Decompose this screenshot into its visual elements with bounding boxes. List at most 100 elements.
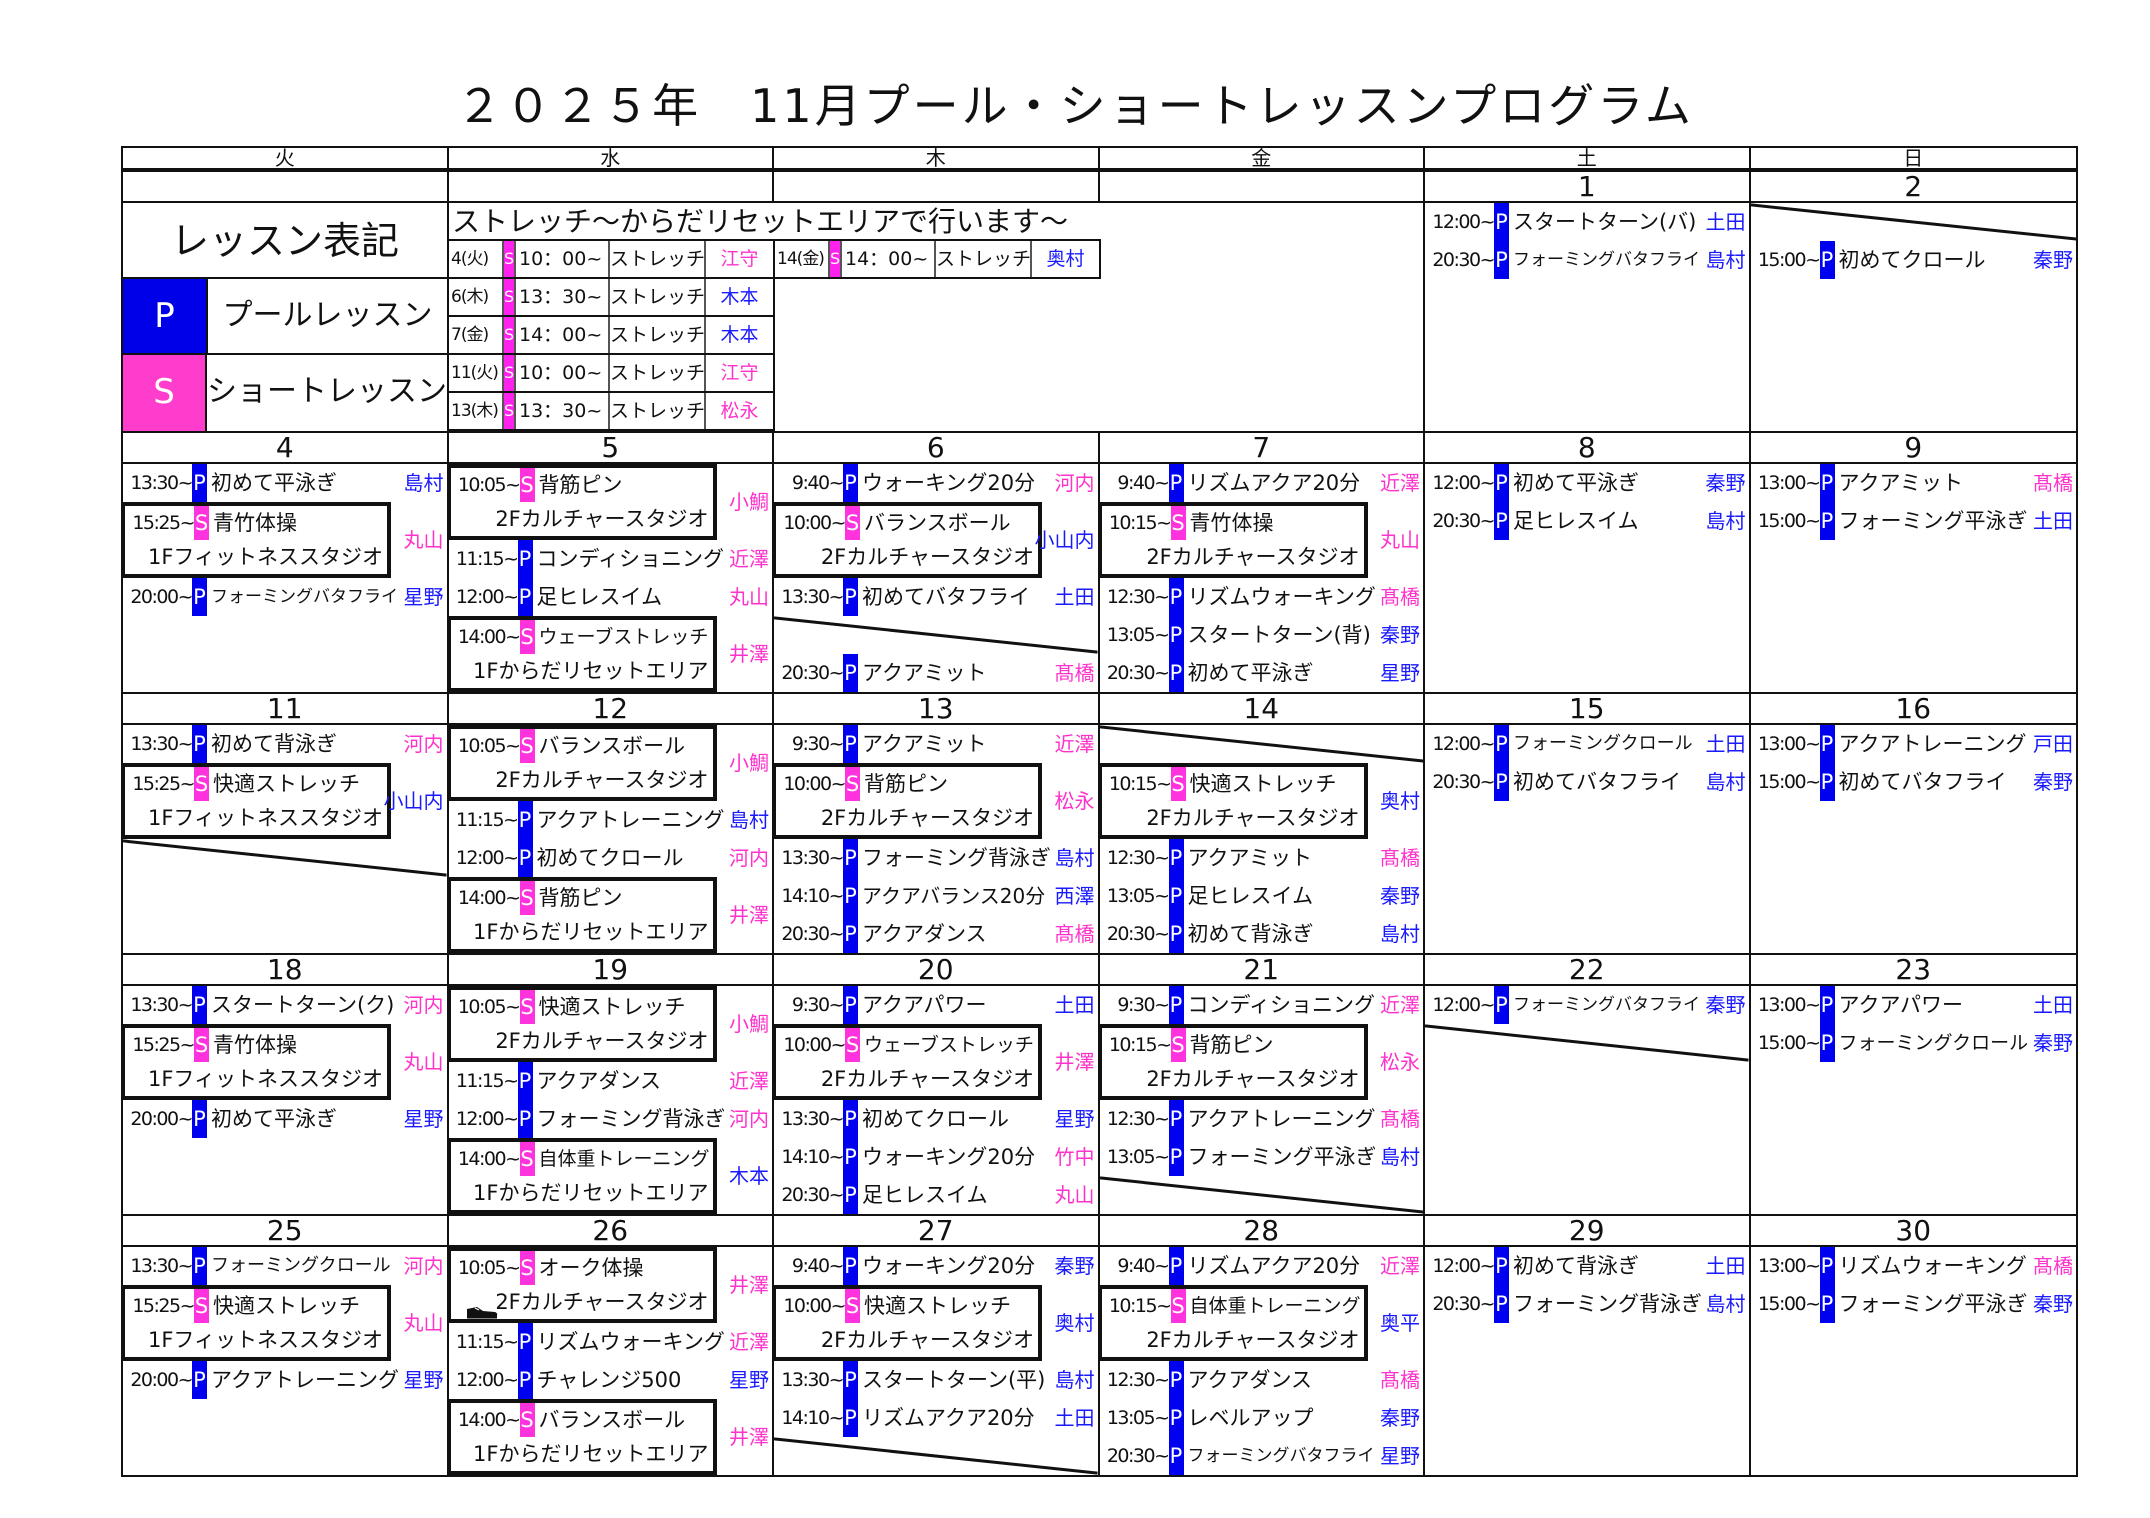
studio-name: 1Fフィットネススタジオ	[147, 1328, 383, 1352]
short-lesson-marker: S	[194, 767, 209, 801]
lesson-name: アクアバランス20分	[862, 884, 1046, 908]
day-number	[774, 172, 1100, 203]
lesson-time: 14:10~	[781, 1146, 844, 1168]
lesson-name: 初めて背泳ぎ	[211, 732, 337, 756]
lesson-name: フォーミング背泳ぎ	[862, 846, 1050, 870]
short-lesson-marker: S	[194, 1289, 209, 1323]
lesson-name: アクアミット	[1187, 846, 1313, 870]
studio-name: 2Fカルチャースタジオ	[495, 507, 709, 531]
short-lesson-marker: S	[504, 279, 516, 315]
lesson-name: スタートターン(バ)	[1513, 210, 1697, 234]
short-lesson-marker: S	[1170, 1289, 1186, 1323]
lesson-studio: 2Fカルチャースタジオ	[1102, 1323, 1364, 1357]
lesson-instructor: 河内	[729, 846, 769, 870]
pool-lesson-marker: P	[1168, 654, 1184, 692]
lesson-name: 快適ストレッチ	[213, 772, 360, 796]
lesson-instructor: 島村	[729, 808, 769, 832]
lesson-time: 15:25~	[132, 1295, 195, 1317]
lesson-name: リズムアクア20分	[1187, 471, 1361, 495]
lesson-name: 初めて平泳ぎ	[1187, 661, 1314, 685]
session-name: ストレッチ	[610, 393, 706, 429]
short-lesson-marker: S	[504, 393, 516, 429]
lesson-time: 20:30~	[1432, 771, 1495, 793]
pool-lesson-marker: P	[843, 578, 858, 616]
lesson-time: 13:30~	[130, 994, 193, 1016]
lesson-time: 12:00~	[1432, 1255, 1495, 1277]
lesson-instructor: 秦野	[2033, 248, 2073, 272]
lesson-instructor: 土田	[1054, 993, 1095, 1017]
lesson-time: 10:15~	[1108, 512, 1172, 534]
lesson-instructor: 井澤	[729, 1425, 769, 1449]
lesson-instructor: 髙橋	[1380, 585, 1420, 609]
day-number	[123, 172, 449, 203]
lesson-instructor: 井澤	[729, 642, 769, 666]
pool-lesson-marker: P	[1494, 986, 1509, 1024]
lesson-time: 9:40~	[791, 472, 845, 494]
weekday-header-row: 火水木金土日	[123, 148, 2076, 170]
lesson-time: 12:00~	[1432, 472, 1495, 494]
session-time: 10：00~	[516, 241, 610, 277]
pool-lesson-marker: P	[1168, 986, 1184, 1024]
lesson-instructor: 小鯛	[729, 751, 769, 775]
lesson-instructor: 近澤	[1380, 1254, 1420, 1278]
day-number: 12	[448, 694, 774, 725]
studio-name: 2Fカルチャースタジオ	[820, 806, 1034, 830]
lesson-studio: 1Fからだリセットエリア	[451, 1437, 713, 1471]
lesson-instructor: 土田	[2033, 993, 2073, 1017]
pool-lesson-marker: P	[843, 1361, 858, 1399]
lesson-instructor: 近澤	[729, 1330, 769, 1354]
pool-lesson-marker: P	[843, 877, 858, 915]
day-number: 11	[123, 694, 449, 725]
session-date: 14(金)	[775, 241, 830, 277]
short-lesson-marker: S	[519, 468, 535, 502]
lesson-time: 13:05~	[1106, 885, 1170, 907]
studio-name: 2Fカルチャースタジオ	[1146, 1328, 1360, 1352]
lesson-time: 10:05~	[457, 1257, 521, 1279]
lesson-name: スタートターン(ク)	[211, 993, 395, 1017]
pool-lesson-marker: P	[843, 1138, 858, 1176]
lesson-name: フォーミング背泳ぎ	[536, 1107, 725, 1131]
lesson-time: 20:00~	[130, 586, 193, 608]
pool-lesson-marker: P	[1819, 763, 1835, 801]
lesson-time: 9:30~	[791, 733, 845, 755]
short-lesson-marker: S	[519, 1142, 535, 1176]
lesson-time: 15:25~	[132, 512, 195, 534]
lesson-name: 青竹体操	[1189, 511, 1274, 535]
lesson-time: 13:30~	[781, 586, 844, 608]
lesson-time: 9:30~	[791, 994, 845, 1016]
